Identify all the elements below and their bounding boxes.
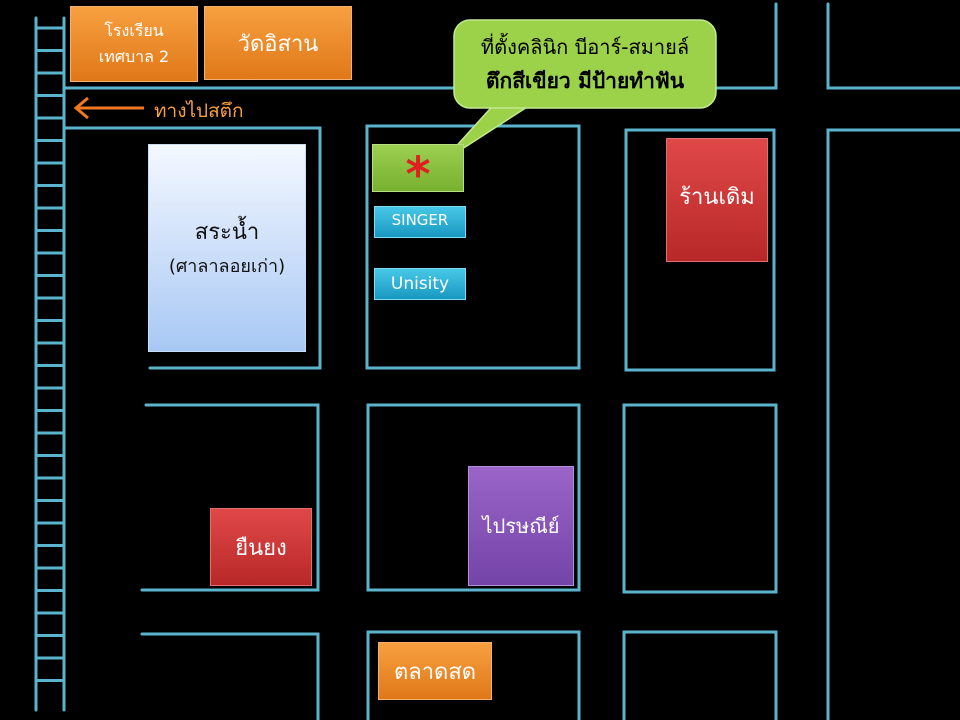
block-post-office	[366, 403, 581, 592]
temple-label: วัดอิสาน	[237, 31, 319, 57]
direction-arrow-icon	[73, 96, 144, 120]
pond-label-line2: (ศาลาลอยเก่า)	[168, 256, 286, 277]
landmark-market: ตลาดสด	[378, 642, 492, 700]
post-office-label: ไปรษณีย์	[482, 514, 560, 538]
market-label: ตลาดสด	[393, 659, 477, 685]
landmark-yuenyong: ยืนยง	[210, 508, 312, 586]
landmark-school: โรงเรียน เทศบาล 2	[70, 6, 198, 82]
landmark-old-shop: ร้านเดิม	[666, 138, 768, 262]
landmark-singer: SINGER	[374, 206, 466, 238]
yuenyong-label: ยืนยง	[235, 535, 287, 561]
block-bottom-right	[622, 630, 778, 720]
callout-bubble	[453, 19, 717, 109]
landmark-pond: สระน้ำ (ศาลาลอยเก่า)	[148, 144, 306, 352]
clinic-location: *	[372, 144, 464, 199]
clinic-marker-icon: *	[405, 147, 431, 203]
callout-line2: ตึกสีเขียว มีป้ายทำฟัน	[485, 69, 685, 93]
road-right-upper	[826, 128, 960, 374]
callout-line1: ที่ตั้งคลินิก บีอาร์-สมายล์	[480, 35, 690, 59]
singer-label: SINGER	[391, 211, 449, 229]
old-shop-label: ร้านเดิม	[679, 185, 755, 210]
landmark-unisity: Unisity	[374, 268, 466, 300]
landmark-post-office: ไปรษณีย์	[468, 466, 574, 586]
railway-ties	[34, 26, 66, 682]
block-bottom-left	[140, 632, 320, 720]
block-clinic	[365, 124, 581, 370]
block-old-shop	[624, 128, 776, 372]
road-top-right	[826, 2, 960, 90]
landmark-temple: วัดอิสาน	[204, 6, 352, 80]
school-label-line2: เทศบาล 2	[98, 47, 170, 66]
block-yuenyong	[140, 403, 320, 592]
pond-label-line1: สระน้ำ	[194, 220, 260, 245]
block-right-middle	[622, 403, 778, 594]
school-label-line1: โรงเรียน	[104, 21, 164, 40]
unisity-label: Unisity	[390, 274, 450, 294]
block-pond	[62, 126, 322, 370]
block-market	[366, 630, 581, 720]
clinic-callout: ที่ตั้งคลินิก บีอาร์-สมายล์ ตึกสีเขียว ม…	[454, 20, 716, 108]
road-top-left	[62, 2, 778, 90]
direction-label: ทางไปสตึก	[154, 100, 244, 122]
